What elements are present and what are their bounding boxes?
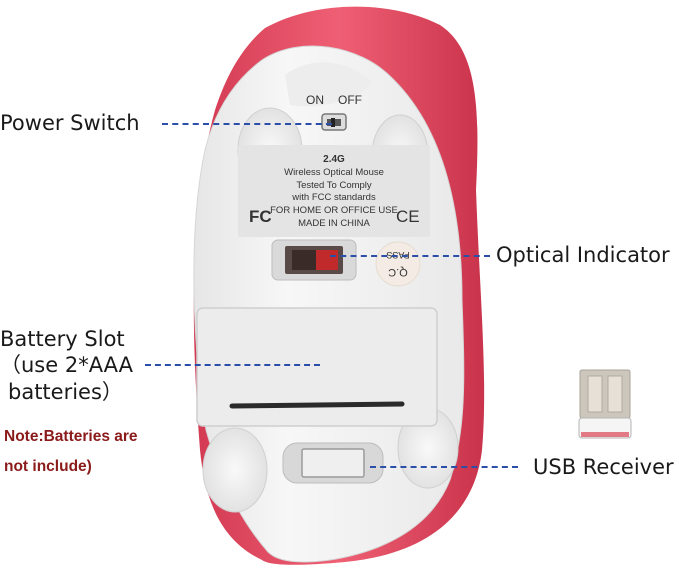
label-line-3: Tested To Comply xyxy=(296,180,372,191)
label-line-2: Wireless Optical Mouse xyxy=(284,167,384,178)
label-line-4: with FCC standards xyxy=(291,192,376,203)
usb-receiver xyxy=(578,369,632,439)
ce-mark: CE xyxy=(396,207,420,226)
label-line-5: FOR HOME OR OFFICE USE xyxy=(270,205,398,216)
optical-indicator-leader xyxy=(330,255,490,257)
qc-sticker: PASS Q.C xyxy=(375,241,421,287)
fcc-mark: FC xyxy=(249,207,272,226)
battery-slot-label: Battery Slot xyxy=(0,327,125,351)
optical-sensor xyxy=(271,239,357,281)
note-text-2: not include) xyxy=(4,458,92,475)
usb-receiver-leader xyxy=(370,466,518,468)
battery-slot-label-3: batteries） xyxy=(8,380,123,404)
usb-receiver-label: USB Receiver xyxy=(533,455,674,479)
battery-slot-label-2: （use 2*AAA xyxy=(0,353,133,377)
power-switch-label: Power Switch xyxy=(0,111,140,135)
product-label: 2.4G Wireless Optical Mouse Tested To Co… xyxy=(238,145,430,237)
optical-indicator-label: Optical Indicator xyxy=(496,243,670,267)
power-switch-leader xyxy=(162,123,332,125)
qc-text: Q.C xyxy=(388,266,408,278)
receiver-slot xyxy=(282,442,384,484)
note-text-1: Note:Batteries are xyxy=(4,428,138,445)
battery-slot-leader xyxy=(145,364,320,366)
label-line-1: 2.4G xyxy=(323,154,345,165)
switch-off-text: OFF xyxy=(338,93,362,107)
battery-cover xyxy=(196,307,438,427)
switch-on-text: ON xyxy=(306,93,324,107)
label-line-6: MADE IN CHINA xyxy=(298,218,370,229)
power-switch[interactable] xyxy=(321,113,347,131)
foot-pad xyxy=(202,427,268,513)
